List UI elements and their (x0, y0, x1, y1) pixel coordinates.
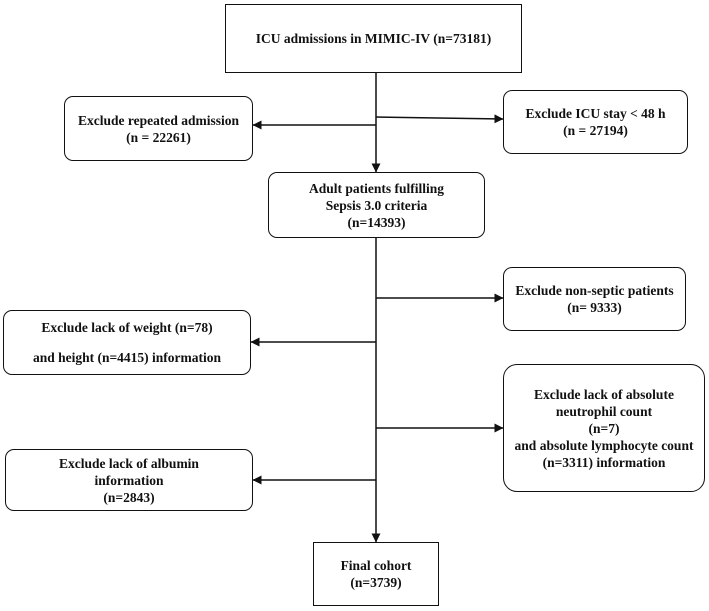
arrow-to-exclude-icu-stay (375, 114, 504, 124)
exclude-neutrophil-lymphocyte-box: Exclude lack of absolute neutrophil coun… (503, 364, 705, 492)
icu-admissions-line-1: ICU admissions in MIMIC-IV (n=73181) (255, 31, 492, 46)
exclude-albumin-line-3: (n=2843) (103, 489, 155, 505)
exclude-repeated-line-1: Exclude repeated admission (77, 112, 239, 128)
exclude-albumin-line-2: information (94, 472, 164, 488)
exclude-icu-stay-line-1: Exclude ICU stay < 48 h (525, 106, 666, 121)
final-cohort-line-1: Final cohort (340, 558, 412, 573)
exclude-non-septic-line-2: (n= 9333) (567, 300, 622, 315)
adult-sepsis-line-2: Sepsis 3.0 criteria (325, 197, 428, 213)
exclude-weight-height-line-2: and height (n=4415) information (32, 350, 222, 365)
exclude-neutrophil-line-5: (n=3311) information (542, 454, 666, 470)
adult-sepsis-line-3: (n=14393) (347, 214, 406, 230)
exclude-neutrophil-line-2: neutrophil count (555, 403, 653, 419)
exclude-icu-stay-line-2: (n = 27194) (563, 123, 628, 138)
exclude-icu-stay-box: Exclude ICU stay < 48 h (n = 27194) (503, 90, 688, 154)
exclude-neutrophil-line-1: Exclude lack of absolute (534, 386, 674, 402)
exclude-repeated-admission-box: Exclude repeated admission (n = 22261) (64, 96, 253, 161)
adult-sepsis-line-1: Adult patients fulfilling (308, 180, 445, 196)
exclude-repeated-line-2: (n = 22261) (126, 129, 191, 145)
exclude-albumin-box: Exclude lack of albumin information (n=2… (5, 449, 253, 511)
adult-sepsis-box: Adult patients fulfilling Sepsis 3.0 cri… (268, 172, 485, 238)
final-cohort-box: Final cohort (n=3739) (313, 542, 439, 606)
exclude-neutrophil-line-4: and absolute lymphocyte count (514, 437, 694, 453)
exclude-weight-height-box: Exclude lack of weight (n=78) and height… (3, 310, 251, 375)
exclude-neutrophil-line-3: (n=7) (588, 420, 620, 436)
exclude-non-septic-box: Exclude non-septic patients (n= 9333) (503, 267, 686, 331)
exclude-weight-height-line-1: Exclude lack of weight (n=78) (41, 320, 213, 335)
exclude-non-septic-line-1: Exclude non-septic patients (515, 283, 674, 298)
icu-admissions-box: ICU admissions in MIMIC-IV (n=73181) (225, 4, 522, 73)
final-cohort-line-2: (n=3739) (350, 575, 402, 590)
exclude-albumin-line-1: Exclude lack of albumin (59, 455, 199, 471)
